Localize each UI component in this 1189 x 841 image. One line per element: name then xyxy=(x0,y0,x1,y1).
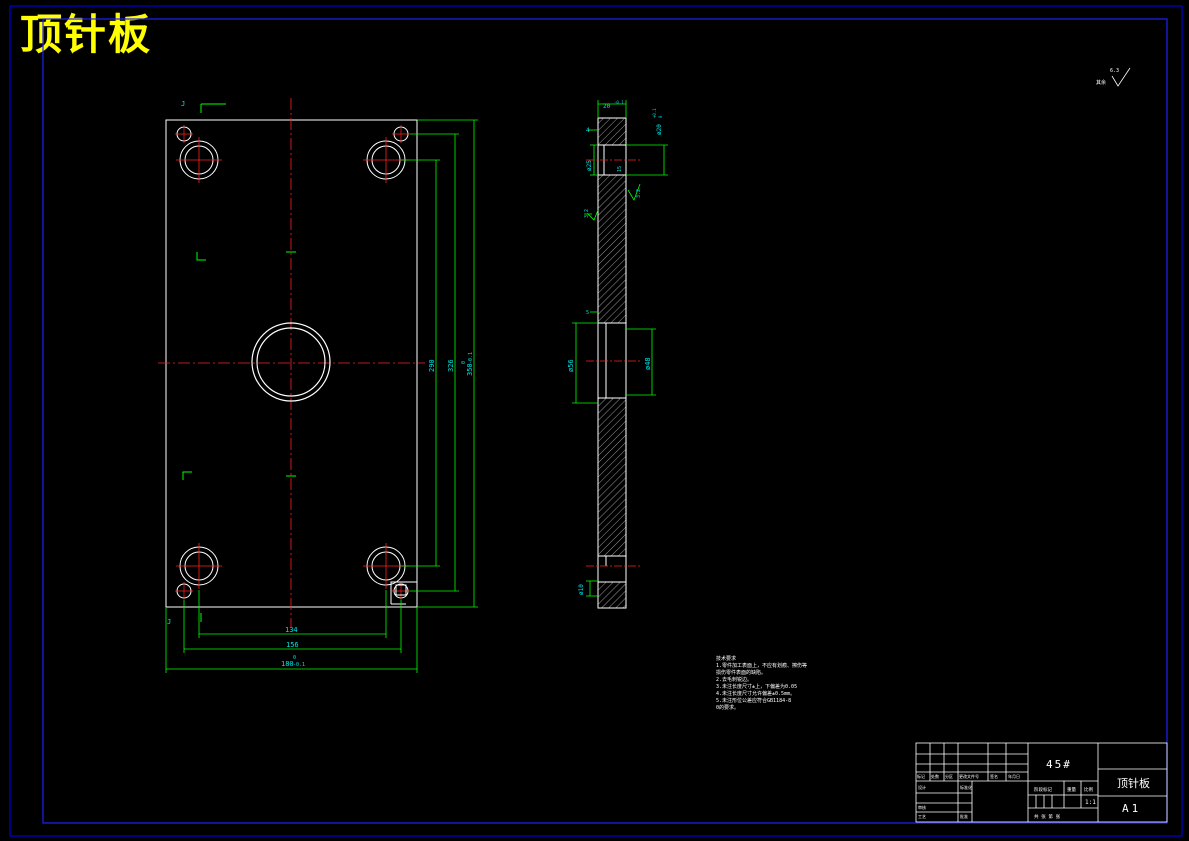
center-hole-inner xyxy=(256,327,326,397)
dim-dia48: ø48 xyxy=(644,357,652,370)
corner-hole-bottom-left xyxy=(176,543,222,589)
dim-180-tol-lower: -0.1 xyxy=(293,662,305,668)
section-label-bottom: J xyxy=(167,618,171,626)
tb-row-std: 标准化 xyxy=(960,784,972,790)
tech-note-line: 0的要求。 xyxy=(716,704,739,711)
front-dimensions xyxy=(165,119,478,673)
dim-dia20: ø20 xyxy=(656,124,663,135)
side-dimensions xyxy=(572,100,668,597)
tb-sheet-label: 共 张 第 张 xyxy=(1034,813,1061,820)
roughness-note-value: 6.3 xyxy=(1110,68,1119,74)
dim-thickness-tol: -0.1 xyxy=(614,100,624,105)
dim-dia10: ø10 xyxy=(578,584,585,595)
roughness-note-label: 其余 xyxy=(1096,79,1106,86)
tb-scale-value: 1:1 xyxy=(1085,799,1096,806)
tech-note-line: 损伤零件表面的缺陷。 xyxy=(716,669,766,676)
dim-134: 134 xyxy=(285,626,298,634)
dim-350: 350 xyxy=(466,363,474,376)
tb-header-date: 年月日 xyxy=(1008,773,1020,779)
tech-note-line: 2.去毛刺锐边。 xyxy=(716,676,752,683)
tb-header-count: 处数 xyxy=(931,773,939,779)
pin-hole-bottom-left xyxy=(175,582,193,600)
corner-hole-top-left xyxy=(176,137,222,183)
plate-outline xyxy=(165,119,418,608)
tb-row-design: 设计 xyxy=(918,784,926,790)
tb-header-docno: 更改文件号 xyxy=(959,773,979,779)
tb-weight-label: 重量 xyxy=(1067,786,1076,793)
tb-material: 45# xyxy=(1046,758,1072,771)
tb-stage-label: 阶段标记 xyxy=(1034,786,1052,793)
tb-row-review: 审核 xyxy=(918,804,926,810)
dim-156: 156 xyxy=(286,641,299,649)
dim-180: 180 xyxy=(281,660,294,668)
dim-dia20-tol-upper: +0.1 xyxy=(652,108,657,118)
pin-hole-top-left xyxy=(175,125,193,143)
dim-326: 326 xyxy=(447,359,455,372)
technical-requirements: 技术要求 1.零件加工表面上，不应有划痕、擦伤等 损伤零件表面的缺陷。 2.去毛… xyxy=(716,655,807,711)
side-view xyxy=(586,117,640,609)
dim-thickness: 20 xyxy=(603,103,611,110)
tb-row-approve: 批准 xyxy=(960,813,968,819)
tech-notes-heading: 技术要求 xyxy=(716,655,736,662)
title-block xyxy=(915,742,1168,823)
roughness-left: 3.2 xyxy=(584,209,590,218)
roughness-right: 3.2 xyxy=(636,189,642,198)
dim-dia25: ø25 xyxy=(586,160,593,171)
pin-hole-top-right xyxy=(392,125,410,143)
tb-header-zone: 分区 xyxy=(945,773,953,779)
title-block-text: 标记 处数 分区 更改文件号 签名 年月日 设计 标准化 审核 工艺 批准 阶段… xyxy=(917,758,1150,820)
dim-290: 290 xyxy=(428,359,436,372)
surface-roughness-note: 其余 6.3 xyxy=(1096,67,1131,87)
tech-note-line: 1.零件加工表面上，不应有划痕、擦伤等 xyxy=(716,662,807,669)
tb-scale-label: 比例 xyxy=(1084,786,1093,793)
tech-note-line: 5.未注形位公差应符合GB1184-8 xyxy=(716,697,791,704)
dim-180-tol-upper: 0 xyxy=(293,655,296,661)
tb-header-sign: 签名 xyxy=(990,773,998,779)
dim-350-tol-lower: -0.1 xyxy=(468,352,474,364)
tech-note-line: 4.未注长度尺寸允许偏差±0.5mm。 xyxy=(716,690,795,697)
dim-depth15: 15 xyxy=(617,166,623,172)
outer-border xyxy=(9,5,1183,837)
dim-dia20-tol-lower: 0 xyxy=(658,115,663,118)
dim-depth4: 4 xyxy=(586,127,590,134)
tb-row-process: 工艺 xyxy=(918,814,926,819)
dim-depth5: 5 xyxy=(586,310,589,316)
front-view: J J xyxy=(158,98,425,627)
tech-note-line: 3.未注长度尺寸±上，下偏差为0.05 xyxy=(716,683,797,690)
tb-header-mark: 标记 xyxy=(917,773,925,779)
bottom-counterbore xyxy=(597,555,627,583)
center-hole-outer xyxy=(251,322,331,402)
drawing-title: 顶针板 xyxy=(20,10,153,59)
section-label-top: J xyxy=(181,100,185,108)
dim-dia56: ø56 xyxy=(567,359,575,372)
tb-part-name: 顶针板 xyxy=(1117,776,1150,790)
center-bore xyxy=(597,322,627,399)
tb-drawing-no: A1 xyxy=(1122,802,1141,815)
section-marks xyxy=(182,103,296,622)
dim-350-tol-upper: 0 xyxy=(461,361,467,364)
inner-border xyxy=(42,18,1168,824)
